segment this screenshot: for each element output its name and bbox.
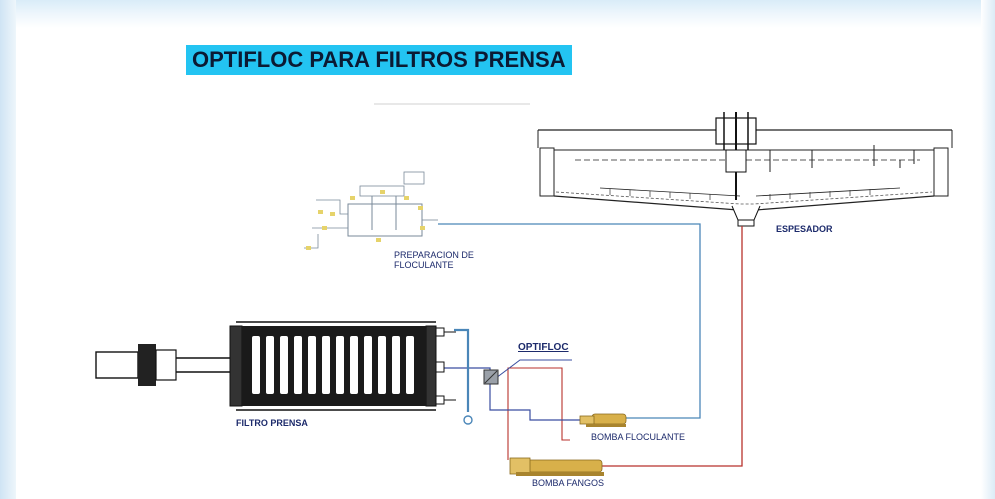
filter-press — [95, 321, 456, 411]
slide-right-band — [981, 0, 995, 499]
optifloc-label: OPTIFLOC — [518, 342, 569, 353]
optifloc-pointer — [495, 359, 572, 379]
sludge-feed-line — [600, 226, 743, 467]
bomba-fangos-label: BOMBA FANGOS — [532, 478, 604, 488]
bomba-floculante-label: BOMBA FLOCULANTE — [591, 432, 685, 442]
flocculant-line — [438, 223, 701, 419]
sludge-pump — [509, 457, 604, 476]
thickener-tank — [537, 112, 953, 227]
preparacion-label-line2: FLOCULANTE — [394, 260, 454, 270]
mix-line — [444, 367, 590, 421]
filtrate-drain-line — [454, 328, 470, 412]
flocculant-preparation-unit — [304, 171, 438, 250]
espesador-label: ESPESADOR — [776, 224, 833, 234]
flocculant-pump — [579, 413, 627, 427]
sludge-return-line — [507, 367, 570, 460]
preparacion-label-line1: PREPARACION DE — [394, 250, 474, 260]
filtro-prensa-label: FILTRO PRENSA — [236, 418, 308, 428]
slide-title: OPTIFLOC PARA FILTROS PRENSA — [186, 45, 572, 75]
slide-left-band — [0, 0, 16, 499]
